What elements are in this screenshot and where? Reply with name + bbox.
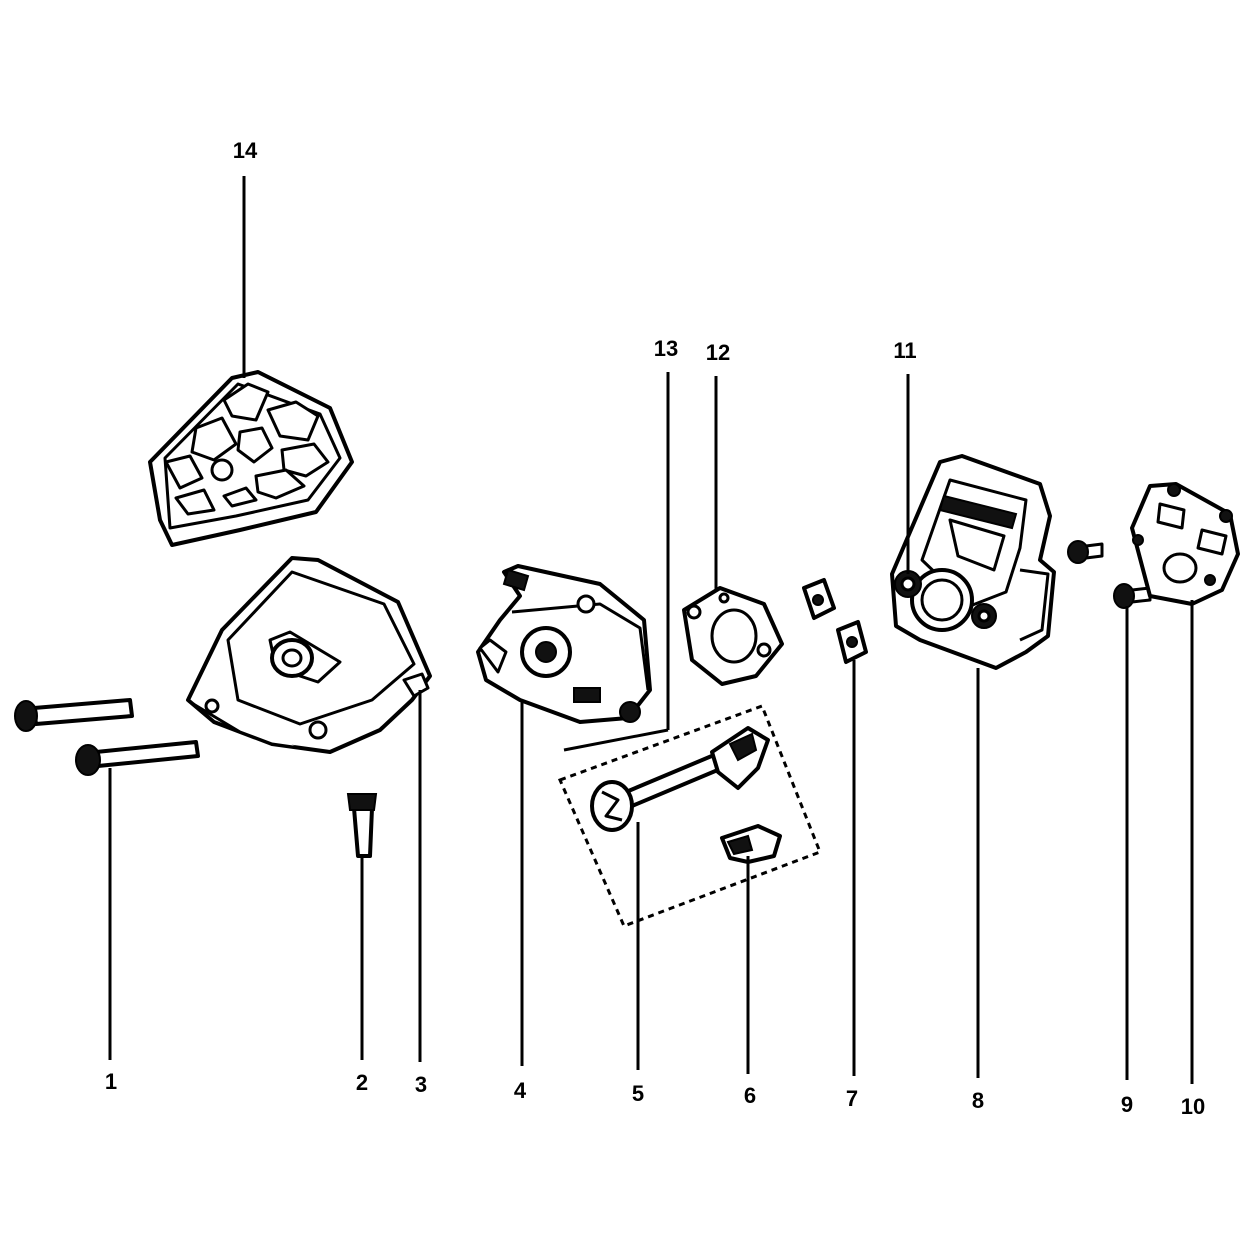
- callout-8: 8: [972, 1088, 984, 1113]
- air-filter-housing-part[interactable]: [186, 556, 432, 754]
- callout-5: 5: [632, 1081, 644, 1106]
- carburetor-part[interactable]: [476, 564, 652, 724]
- short-bolt-part[interactable]: [346, 793, 378, 858]
- callout-1: 1: [105, 1069, 117, 1094]
- leader-lines: [108, 176, 1194, 1084]
- carburetor-mount-part[interactable]: [890, 454, 1056, 670]
- callout-3: 3: [415, 1072, 427, 1097]
- callout-6: 6: [744, 1083, 756, 1108]
- callout-2: 2: [356, 1070, 368, 1095]
- small-nuts-part[interactable]: [802, 578, 868, 664]
- choke-lever-part[interactable]: [590, 726, 770, 832]
- air-filter-part[interactable]: [148, 370, 354, 547]
- screw-part[interactable]: [1113, 583, 1152, 609]
- callout-14: 14: [233, 138, 258, 163]
- callout-10: 10: [1181, 1094, 1205, 1119]
- callout-13: 13: [654, 336, 678, 361]
- choke-kit-box: [557, 704, 822, 928]
- carburetor-gasket-part[interactable]: [682, 586, 784, 686]
- callout-7: 7: [846, 1086, 858, 1111]
- callout-4: 4: [514, 1078, 527, 1103]
- mount-screw-part[interactable]: [1067, 540, 1104, 564]
- choke-clip-part[interactable]: [720, 824, 782, 864]
- callout-12: 12: [706, 340, 730, 365]
- callout-9: 9: [1121, 1092, 1133, 1117]
- long-bolts-part[interactable]: [14, 698, 200, 776]
- gasket-plate-part[interactable]: [1130, 482, 1240, 606]
- callout-11: 11: [893, 338, 916, 363]
